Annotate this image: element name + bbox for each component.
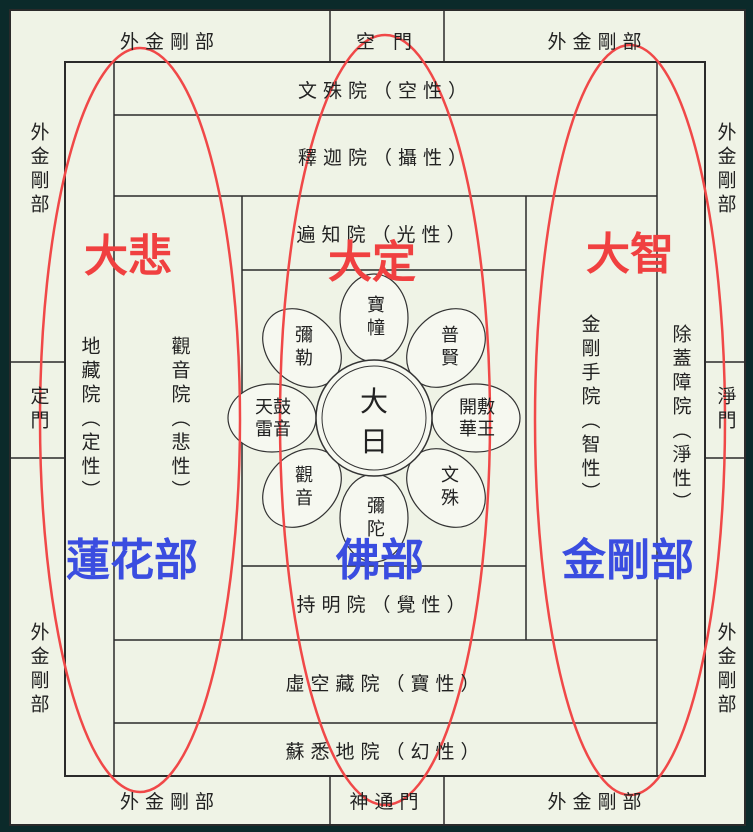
- right-gate-label: 淨門: [714, 386, 737, 434]
- dainichi-char-2: 日: [359, 425, 388, 458]
- court-kannon: 觀音院（悲性）: [168, 336, 191, 504]
- petal-fugen: 普賢: [438, 325, 459, 371]
- label-great-wisdom: 大智: [586, 229, 674, 280]
- court-manjusri: 文殊院（空性）: [297, 79, 473, 102]
- outer-right-lower-label: 外金剛部: [714, 622, 737, 718]
- outer-top-left-label: 外金剛部: [119, 30, 220, 53]
- outer-bottom-left-label: 外金剛部: [119, 790, 220, 813]
- petal-miroku: 彌勒: [292, 325, 313, 371]
- label-lotus-family: 蓮花部: [66, 535, 198, 586]
- label-vajra-family: 金剛部: [562, 535, 694, 586]
- court-shakya: 釋迦院（攝性）: [297, 146, 473, 169]
- label-great-concentration: 大定: [328, 237, 416, 288]
- court-kongoshu: 金剛手院（智性）: [578, 314, 601, 506]
- bottom-gate-label: 神通門: [349, 790, 425, 813]
- petal-kannon: 觀音: [292, 465, 313, 511]
- label-buddha-family: 佛部: [336, 535, 424, 586]
- court-henchi: 遍知院（光性）: [296, 223, 472, 246]
- court-jimyo: 持明院（覺性）: [296, 593, 472, 616]
- outer-left-lower-label: 外金剛部: [27, 622, 50, 718]
- court-soshitsuji: 蘇悉地院（幻性）: [285, 740, 486, 763]
- dainichi-char-1: 大: [359, 385, 388, 418]
- petal-monju: 文殊: [438, 465, 459, 511]
- outer-top-right-label: 外金剛部: [547, 30, 648, 53]
- petal-amida: 彌陀: [364, 496, 385, 542]
- petal-tenku: 天鼓 雷音: [255, 397, 291, 440]
- outer-left-upper-label: 外金剛部: [27, 122, 50, 218]
- top-gate-label: 空 門: [355, 30, 419, 53]
- petal-hodo: 寶幢: [364, 295, 385, 341]
- outer-bottom-right-label: 外金剛部: [547, 790, 648, 813]
- petal-kaifu: 開敷 華王: [459, 397, 495, 440]
- outer-right-upper-label: 外金剛部: [714, 122, 737, 218]
- label-great-compassion: 大悲: [84, 231, 172, 282]
- court-jizo: 地藏院（定性）: [78, 336, 101, 504]
- court-jogaisho: 除蓋障院（淨性）: [669, 324, 692, 516]
- court-kokuzo: 虛空藏院（寶性）: [285, 672, 486, 695]
- left-gate-label: 定門: [27, 386, 50, 434]
